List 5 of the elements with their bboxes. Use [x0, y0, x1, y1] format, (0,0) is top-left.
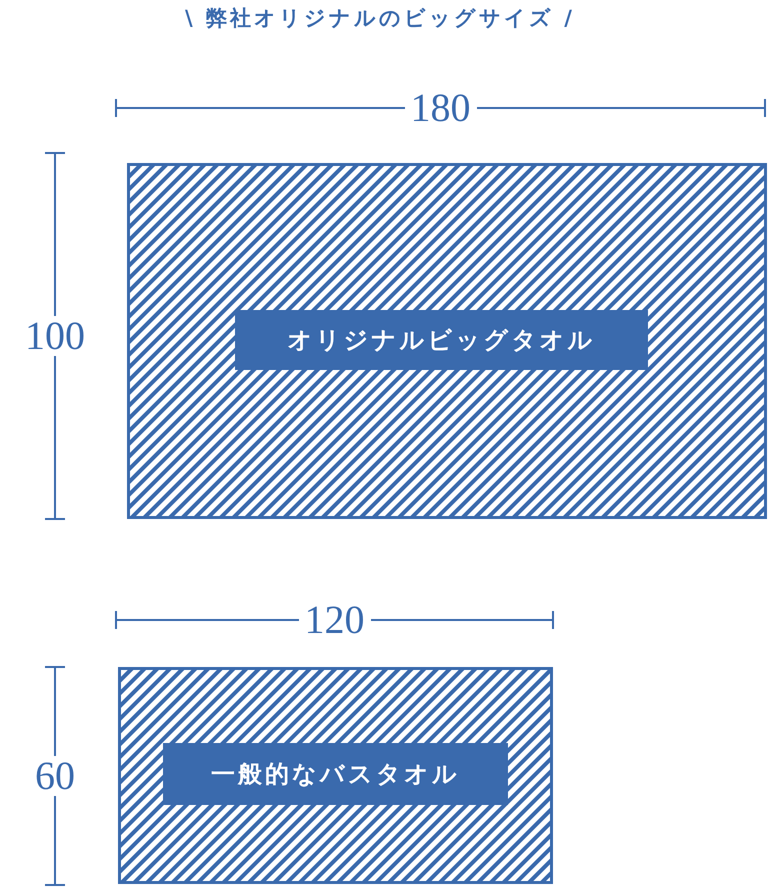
heading: \ 弊社オリジナルのビッグサイズ /: [185, 5, 575, 32]
towel-label: 一般的なバスタオル: [163, 743, 508, 805]
towel-label: オリジナルビッグタオル: [235, 310, 648, 370]
hatched-rectangle: [118, 667, 553, 884]
hatched-rectangle: [127, 163, 767, 519]
